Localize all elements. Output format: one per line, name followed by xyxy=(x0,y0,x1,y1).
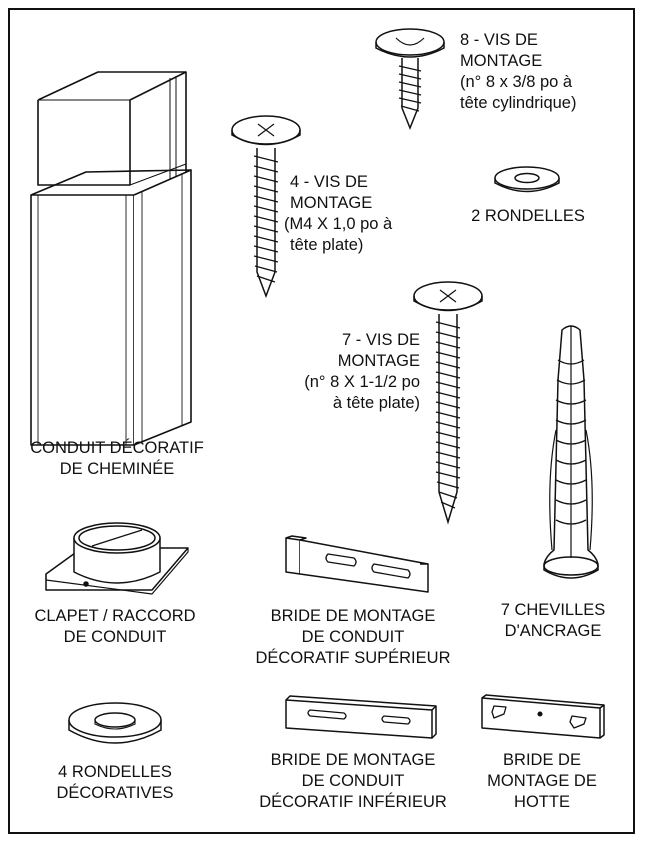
medium-screw-illustration xyxy=(228,112,306,302)
chimney-duct-label: CONDUIT DÉCORATIF DE CHEMINÉE xyxy=(12,438,222,480)
lower-bracket-illustration xyxy=(280,694,440,742)
label-line: tête plate) xyxy=(290,236,364,254)
anchor-illustration xyxy=(536,320,606,590)
label-line: MONTAGE DE xyxy=(487,772,597,790)
label-line: 2 RONDELLES xyxy=(471,207,585,225)
label-line: MONTAGE xyxy=(337,352,420,370)
label-line: 4 RONDELLES xyxy=(58,763,172,781)
decorative-washers-label: 4 RONDELLES DÉCORATIVES xyxy=(30,762,200,804)
hood-bracket-illustration xyxy=(476,694,608,742)
label-line: 7 - VIS DE xyxy=(342,331,420,349)
anchors-label: 7 CHEVILLES D'ANCRAGE xyxy=(478,600,628,642)
chimney-duct-illustration xyxy=(26,60,206,450)
label-line: tête cylindrique) xyxy=(460,94,577,112)
label-line: BRIDE DE MONTAGE xyxy=(270,607,436,625)
label-line: DÉCORATIVES xyxy=(56,784,174,802)
label-line: HOTTE xyxy=(514,793,570,811)
label-line: CONDUIT DÉCORATIF xyxy=(30,439,204,457)
label-line: 7 CHEVILLES xyxy=(500,601,606,619)
label-line: à tête plate) xyxy=(332,394,420,412)
damper-label: CLAPET / RACCORD DE CONDUIT xyxy=(12,606,218,648)
label-line: 8 - VIS DE xyxy=(460,31,538,49)
label-line: CLAPET / RACCORD xyxy=(34,607,196,625)
hood-bracket-label: BRIDE DE MONTAGE DE HOTTE xyxy=(462,750,622,813)
diagram-frame xyxy=(8,8,635,834)
label-line: DE CONDUIT xyxy=(301,628,405,646)
long-screws-label: 7 - VIS DE MONTAGE (n° 8 X 1-1/2 po à tê… xyxy=(268,330,420,414)
long-screw-illustration xyxy=(408,278,488,528)
medium-screws-label: 4 - VIS DE MONTAGE (M4 X 1,0 po à tête p… xyxy=(278,172,392,256)
label-line: (M4 X 1,0 po à xyxy=(284,215,393,233)
label-line: BRIDE DE xyxy=(503,751,581,769)
label-line: BRIDE DE MONTAGE xyxy=(270,751,436,769)
small-screw-illustration xyxy=(368,24,452,134)
label-line: DÉCORATIF SUPÉRIEUR xyxy=(255,649,451,667)
washer-illustration xyxy=(492,164,562,198)
label-line: MONTAGE xyxy=(460,52,543,70)
label-line: (n° 8 X 1-1/2 po xyxy=(304,373,420,391)
label-line: DE CONDUIT xyxy=(301,772,405,790)
damper-connector-illustration xyxy=(42,516,192,600)
upper-bracket-label: BRIDE DE MONTAGE DE CONDUIT DÉCORATIF SU… xyxy=(222,606,484,669)
label-line: DE CHEMINÉE xyxy=(59,460,175,478)
decorative-washer-illustration xyxy=(66,700,164,752)
label-line: MONTAGE xyxy=(290,194,373,212)
label-line: DE CONDUIT xyxy=(63,628,167,646)
label-line: 4 - VIS DE xyxy=(290,173,368,191)
lower-bracket-label: BRIDE DE MONTAGE DE CONDUIT DÉCORATIF IN… xyxy=(222,750,484,813)
washers-label: 2 RONDELLES xyxy=(458,206,598,227)
label-line: (n° 8 x 3/8 po à xyxy=(460,73,573,91)
label-line: D'ANCRAGE xyxy=(504,622,602,640)
label-line: DÉCORATIF INFÉRIEUR xyxy=(259,793,447,811)
upper-bracket-illustration xyxy=(278,534,436,596)
small-screws-label: 8 - VIS DE MONTAGE (n° 8 x 3/8 po à tête… xyxy=(460,30,576,114)
